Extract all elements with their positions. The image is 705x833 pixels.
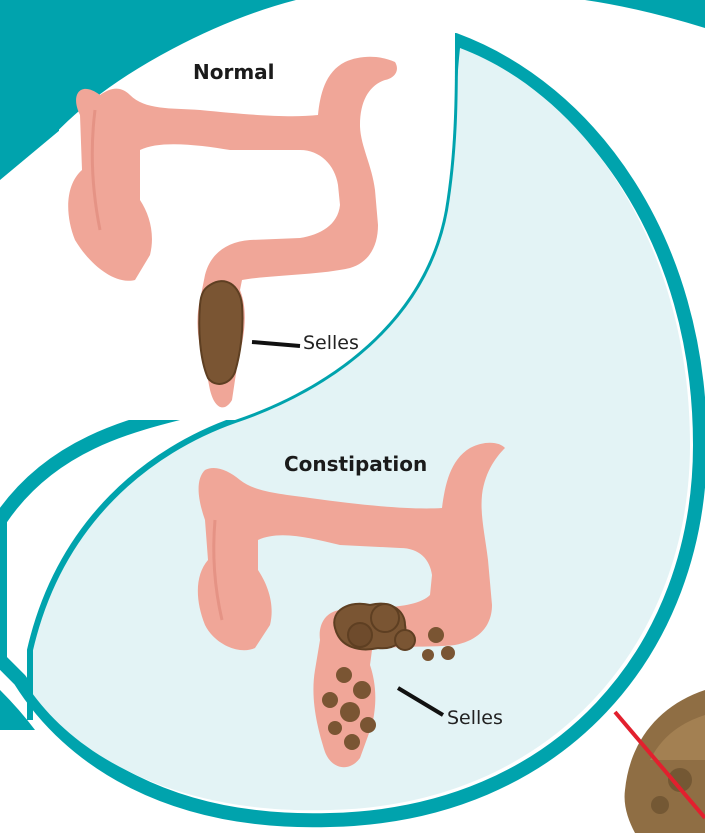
constipation-stool-label: Selles — [447, 707, 503, 729]
normal-stool-label: Selles — [303, 332, 359, 354]
top-right-accent-arc — [585, 0, 705, 28]
normal-title: Normal — [193, 60, 275, 84]
normal-stool — [199, 281, 242, 384]
constipation-title: Constipation — [284, 452, 427, 476]
hard-stool-crossed-icon — [615, 690, 705, 833]
